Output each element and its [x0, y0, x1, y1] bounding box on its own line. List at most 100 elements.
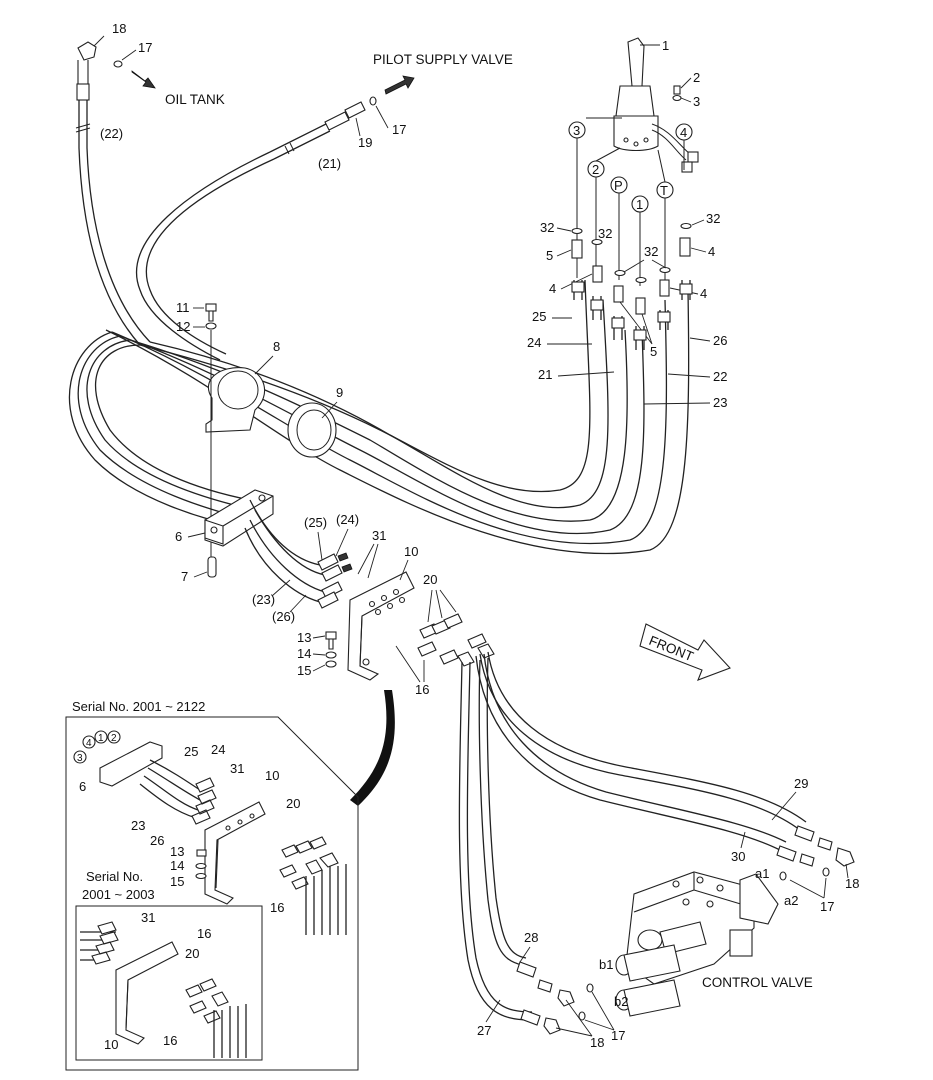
control-valve: [578, 867, 830, 1021]
inset-a-marker-3: 3: [77, 753, 83, 764]
label-3: 3: [693, 94, 700, 109]
inset-a-label-23: 23: [131, 818, 145, 833]
o-rings-32: [571, 222, 692, 284]
port-marker-2: 2: [587, 160, 605, 178]
inset-b-title-line1: Serial No.: [86, 869, 143, 884]
label-28: 28: [524, 930, 538, 945]
port-marker-4: 4: [675, 123, 693, 141]
label-27: 27: [477, 1023, 491, 1038]
inset-a-label-14: 14: [170, 858, 184, 873]
bracket-10: [347, 571, 415, 681]
lower-hose-fittings: [516, 825, 855, 1035]
label-24p: (24): [336, 512, 359, 527]
port-b1: b1: [599, 957, 613, 972]
inset-a-label-6: 6: [79, 779, 86, 794]
label-2: 2: [693, 70, 700, 85]
label-7: 7: [181, 569, 188, 584]
label-8: 8: [273, 339, 280, 354]
label-4-right: 4: [708, 244, 715, 259]
inset-a-label-24: 24: [211, 742, 225, 757]
label-15: 15: [297, 663, 311, 678]
oil-tank-fitting: [75, 41, 156, 148]
label-32-mid2: 32: [644, 244, 658, 259]
label-20: 20: [423, 572, 437, 587]
label-24: 24: [527, 335, 541, 350]
label-10: 10: [404, 544, 418, 559]
inset-a-label-20: 20: [286, 796, 300, 811]
inset-a-marker-2: 2: [111, 733, 117, 744]
label-21: 21: [538, 367, 552, 382]
svg-text:2: 2: [592, 162, 599, 177]
inset-b-label-16-bottom: 16: [163, 1033, 177, 1048]
svg-text:P: P: [614, 178, 623, 193]
inset-a-title: Serial No. 2001 ~ 2122: [72, 699, 205, 714]
inset-b-label-20: 20: [185, 946, 199, 961]
hose-fittings-24-25: [317, 552, 353, 609]
inset-pointer-arrow: [350, 690, 395, 806]
label-4-right2: 4: [700, 286, 707, 301]
inset-b-title-line2: 2001 ~ 2003: [82, 887, 155, 902]
inset-a-hoses: 4 1 2 3: [73, 730, 347, 935]
front-arrow: [639, 623, 731, 681]
label-22: 22: [713, 369, 727, 384]
adapters-4-5: [571, 237, 691, 315]
control-valve-label: CONTROL VALVE: [702, 975, 813, 990]
label-26p: (26): [272, 609, 295, 624]
label-17-valve-bottom: 17: [611, 1028, 625, 1043]
port-a2: a2: [784, 893, 798, 908]
label-25p: (25): [304, 515, 327, 530]
pilot-supply-fitting: [269, 75, 415, 160]
port-marker-3: 3: [568, 121, 586, 139]
inset-b-label-31: 31: [141, 910, 155, 925]
label-1: 1: [662, 38, 669, 53]
port-marker-1: 1: [631, 195, 649, 213]
bolt-13: [325, 631, 337, 668]
hose-clamp-block-6: [204, 489, 274, 578]
label-11: 11: [176, 300, 190, 315]
inset-b-label-10: 10: [104, 1037, 118, 1052]
inset-a-label-25: 25: [184, 744, 198, 759]
label-4-left: 4: [549, 281, 556, 296]
inset-a-label-26: 26: [150, 833, 164, 848]
label-9: 9: [336, 385, 343, 400]
port-a1: a1: [755, 866, 769, 881]
port-marker-p: P: [610, 176, 628, 194]
label-6: 6: [175, 529, 182, 544]
label-32-right: 32: [706, 211, 720, 226]
label-31: 31: [372, 528, 386, 543]
upper-hose-ends: [571, 280, 693, 350]
label-30: 30: [731, 849, 745, 864]
label-32-mid: 32: [598, 226, 612, 241]
svg-text:T: T: [660, 183, 668, 198]
inset-a-label-31: 31: [230, 761, 244, 776]
label-5-left: 5: [546, 248, 553, 263]
label-25: 25: [532, 309, 546, 324]
label-19: 19: [358, 135, 372, 150]
label-23p: (23): [252, 592, 275, 607]
label-23: 23: [713, 395, 727, 410]
pilot-supply-valve-label: PILOT SUPPLY VALVE: [373, 52, 513, 67]
label-21p: (21): [318, 156, 341, 171]
inset-a-marker-4: 4: [86, 738, 92, 749]
label-18-right: 18: [845, 876, 859, 891]
label-13: 13: [297, 630, 311, 645]
pilot-joystick-valve: [613, 37, 699, 173]
label-29: 29: [794, 776, 808, 791]
port-b2: b2: [614, 994, 628, 1009]
label-26: 26: [713, 333, 727, 348]
label-18-bottom: 18: [590, 1035, 604, 1050]
label-32-left: 32: [540, 220, 554, 235]
label-14: 14: [297, 646, 311, 661]
label-16: 16: [415, 682, 429, 697]
label-5-right: 5: [650, 344, 657, 359]
port-marker-t: T: [656, 181, 674, 199]
label-12: 12: [176, 319, 190, 334]
svg-text:3: 3: [573, 123, 580, 138]
inset-a-label-10: 10: [265, 768, 279, 783]
label-17-valve-right: 17: [820, 899, 834, 914]
inset-a-label-16: 16: [270, 900, 284, 915]
inset-a-marker-1: 1: [98, 733, 104, 744]
inset-serial-2001-2003: [75, 905, 263, 1061]
label-17-oil-tank: 17: [138, 40, 152, 55]
